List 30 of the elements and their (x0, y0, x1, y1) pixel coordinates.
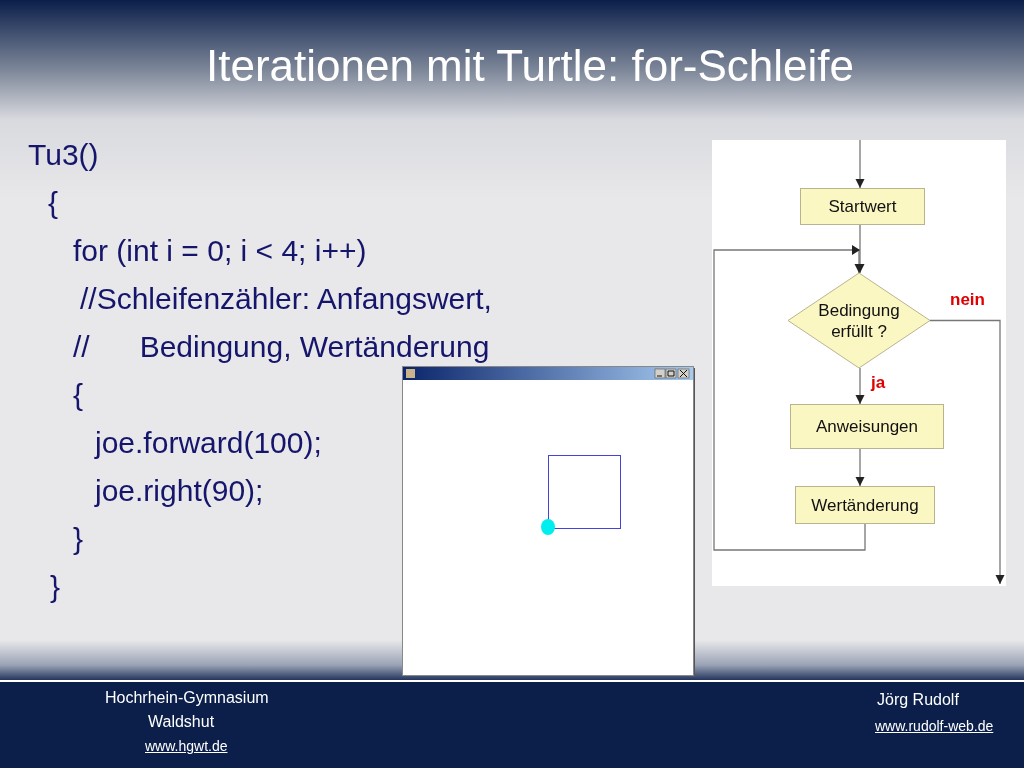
node-label: Bedingung erfüllt ? (817, 299, 901, 342)
process-box (790, 404, 944, 449)
node-label: Wertänderung (811, 494, 919, 516)
edge-label: ja (870, 373, 887, 393)
code-line: } (50, 569, 61, 605)
slide-title: Iterationen mit Turtle: for-Schleife (204, 40, 856, 92)
link: www.hgwt.de (145, 737, 228, 756)
code-line: //Schleifenzähler: Anfangswert, (80, 281, 492, 317)
footer-text: Jörg Rudolf (877, 690, 959, 710)
footer-text: Hochrhein-Gymnasium (105, 688, 269, 708)
node-label: Startwert (828, 196, 897, 217)
footer-text: Waldshut (148, 712, 215, 732)
code-line: } (73, 521, 84, 557)
code-line: { (48, 185, 59, 221)
code-line: // Bedingung, Wertänderung (73, 329, 490, 365)
arrow (855, 448, 865, 487)
link: www.rudolf-web.de (875, 717, 994, 736)
arrow (855, 140, 865, 189)
arrow (855, 367, 865, 405)
code-line: joe.forward(100); (95, 425, 322, 461)
process-box (795, 486, 935, 524)
decision-diamond (788, 273, 930, 368)
node-label: Anweisungen (815, 416, 919, 437)
process-box (800, 188, 925, 225)
code-line: Tu3() (28, 137, 99, 173)
code-line: for (int i = 0; i < 4; i++) (73, 233, 367, 269)
arrow (929, 319, 1005, 585)
code-line: { (73, 377, 84, 413)
arrow (713, 249, 866, 551)
code-line: joe.right(90); (95, 473, 264, 509)
